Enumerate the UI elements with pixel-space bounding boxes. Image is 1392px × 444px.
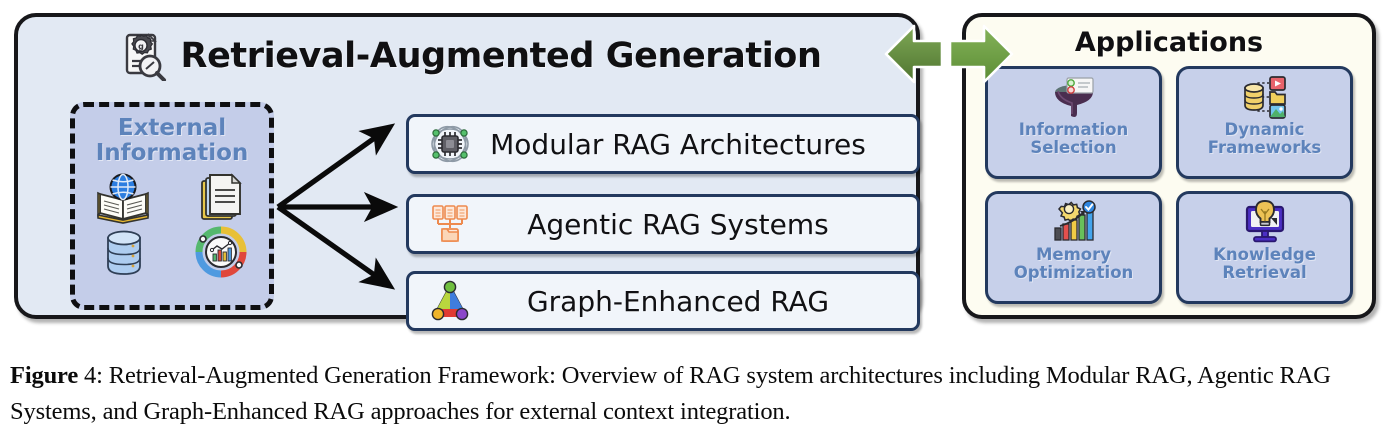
app-card-label: Knowledge Retrieval — [1213, 245, 1316, 283]
app-card-label: Memory Optimization — [1013, 245, 1134, 283]
rag-row-modular-rag-architectures[interactable]: Modular RAG Architectures — [406, 114, 920, 174]
app-card-label-line1: Knowledge — [1213, 245, 1316, 264]
documents-icon — [192, 172, 250, 224]
rag-row-label: Agentic RAG Systems — [527, 207, 829, 241]
app-card-label-line1: Memory — [1035, 245, 1112, 264]
app-card-label-line2: Frameworks — [1207, 138, 1322, 158]
app-card-label: Dynamic Frameworks — [1207, 120, 1322, 158]
rag-row-label: Graph-Enhanced RAG — [526, 284, 830, 318]
caption-number: 4: — [84, 362, 103, 389]
external-label-line2: Information — [95, 139, 249, 166]
app-card-label: Information Selection — [1018, 120, 1129, 158]
figure-image: g Retrieval-Augmented Generation Externa… — [14, 13, 1376, 331]
app-card-label-line1: Dynamic — [1224, 120, 1305, 139]
rag-panel: g Retrieval-Augmented Generation Externa… — [14, 13, 920, 331]
applications-grid: Information Selection — [985, 66, 1353, 304]
database-icon — [95, 226, 153, 278]
applications-title: Applications — [1074, 27, 1264, 58]
bidirectional-arrow — [884, 16, 1014, 92]
chip-network-icon — [427, 122, 473, 166]
agent-hierarchy-icon — [427, 202, 473, 246]
caption-text: Retrieval-Augmented Generation Framework… — [10, 362, 1331, 425]
external-label-line1: External — [117, 115, 227, 141]
figure-caption: Figure 4: Retrieval-Augmented Generation… — [10, 358, 1384, 429]
rag-panel-title: Retrieval-Augmented Generation — [180, 36, 822, 76]
database-media-icon — [1241, 75, 1289, 119]
rag-row-agentic-rag-systems[interactable]: Agentic RAG Systems — [406, 194, 920, 254]
app-card-label-line2: Retrieval — [1222, 263, 1307, 283]
caption-figure-label: Figure — [10, 362, 79, 389]
applications-panel: Applications — [962, 13, 1376, 319]
graph-triangle-icon — [427, 279, 473, 323]
external-information-label: External Information — [75, 116, 269, 166]
rag-row-label: Modular RAG Architectures — [490, 127, 866, 161]
external-information-box: External Information — [70, 102, 274, 310]
app-card-information-selection[interactable]: Information Selection — [985, 66, 1162, 179]
app-card-dynamic-frameworks[interactable]: Dynamic Frameworks — [1176, 66, 1353, 179]
monitor-lightbulb-icon — [1241, 200, 1289, 244]
fan-arrows — [274, 102, 404, 312]
globe-book-icon — [95, 172, 153, 224]
app-card-label-line2: Optimization — [1013, 263, 1134, 283]
funnel-filter-icon — [1050, 75, 1098, 119]
document-gear-magnifier-icon: g — [113, 31, 167, 82]
app-card-label-line1: Information — [1018, 120, 1129, 139]
rag-row-graph-enhanced-rag[interactable]: Graph-Enhanced RAG — [406, 271, 920, 331]
analytics-dashboard-icon — [192, 226, 250, 278]
app-card-memory-optimization[interactable]: Memory Optimization — [985, 191, 1162, 304]
svg-text:g: g — [138, 42, 144, 51]
app-card-knowledge-retrieval[interactable]: Knowledge Retrieval — [1176, 191, 1353, 304]
bar-chart-growth-icon — [1050, 200, 1098, 244]
app-card-label-line2: Selection — [1030, 138, 1117, 158]
external-information-icons — [75, 172, 269, 278]
rag-panel-title-row: g Retrieval-Augmented Generation — [18, 25, 916, 87]
